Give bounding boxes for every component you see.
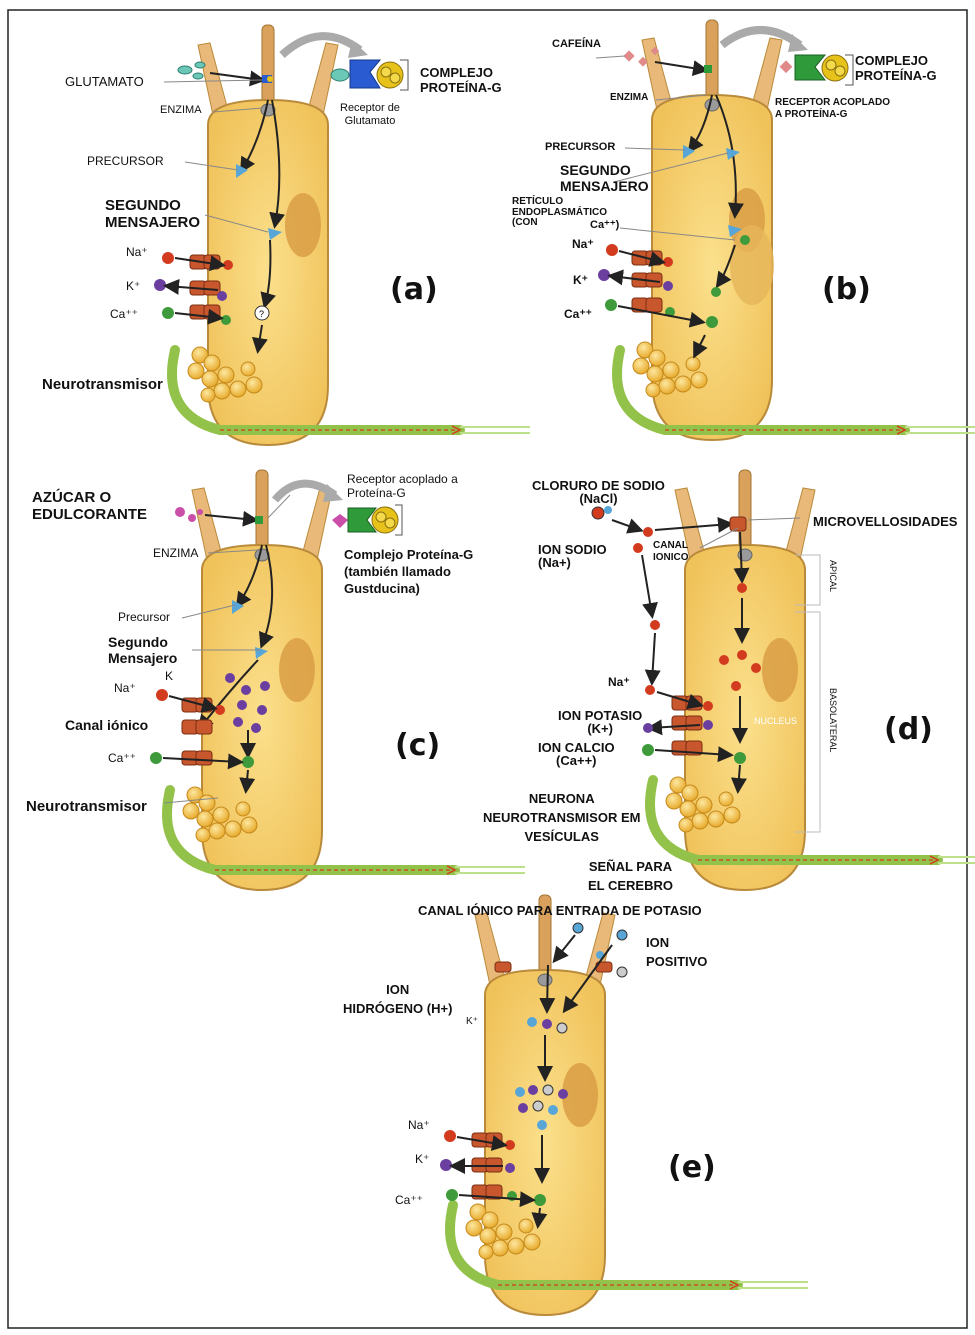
panel-c [150,470,525,890]
panel-a-complex-label: COMPLEJO PROTEÍNA-G [420,66,502,96]
panel-e-tag: (e) [668,1150,716,1185]
panel-a-neurotransmitter-label: Neurotransmisor [42,376,163,393]
panel-d-signal-label: SEÑAL PARA EL CEREBRO [588,858,673,896]
panel-d [592,470,975,890]
panel-a-tag: (a) [390,272,438,307]
panel-e-positive-ion-label: ION POSITIVO [646,934,707,972]
panel-b-receptor-label: RECEPTOR ACOPLADO A PROTEÍNA-G [775,97,890,120]
panel-c-precursor-label: Precursor [118,611,170,625]
panel-e-channel-title: CANAL IÓNICO PARA ENTRADA DE POTASIO [418,904,702,919]
panel-c-stimulus-label: AZÚCAR O EDULCORANTE [32,489,147,524]
panel-d-apical-label: APICAL [828,560,838,592]
panel-c-receptor-label: Receptor acoplado a Proteína-G [347,473,458,501]
panel-d-tag: (d) [884,712,933,747]
panel-e-k-inside-label: K⁺ [466,1016,478,1028]
panel-c-tag: (c) [395,728,440,763]
panel-c-complex-label: Complejo Proteína-G (también llamado Gus… [344,547,473,598]
panel-d-na-label: Na⁺ [608,676,630,690]
panel-b-enzyme-label: ENZIMA [610,92,648,104]
panel-d-ion-potassium-label: ION POTASIO (K+) [558,709,642,735]
panel-a-k-label: K⁺ [126,280,140,294]
panel-e-na-label: Na⁺ [408,1119,430,1133]
panel-a-ca-label: Ca⁺⁺ [110,308,138,322]
panel-c-na-label: Na⁺ [114,682,136,696]
panel-d-ion-sodium-label: ION SODIO (Na+) [538,543,607,569]
panel-b-second-messenger-label: SEGUNDO MENSAJERO [560,162,649,194]
panel-a-na-label: Na⁺ [126,246,148,260]
panel-d-neuron-label: NEURONA NEUROTRANSMISOR EM VESÍCULAS [483,790,640,847]
panel-b-tag: (b) [822,272,871,307]
panel-b-k-label: K⁺ [573,274,588,288]
panel-d-microvilli-label: MICROVELLOSIDADES [813,515,957,530]
panel-e-ca-label: Ca⁺⁺ [395,1194,423,1208]
panel-a-stimulus-label: GLUTAMATO [65,75,144,90]
panel-d-basolateral-label: BASOLATERAL [828,688,838,752]
svg-text:?: ? [259,309,264,319]
panel-a-precursor-label: PRECURSOR [87,155,164,169]
panel-d-stimulus-label: CLORURO DE SODIO (NaCl) [532,479,665,505]
glutamate-molecule-icon [178,66,192,74]
panel-e [440,895,808,1315]
panel-c-neurotransmitter-label: Neurotransmisor [26,798,147,815]
panel-b-stimulus-label: CAFEÍNA [552,38,601,51]
panel-b-ca-label: Ca⁺⁺ [564,308,592,322]
panel-a-receptor-label: Receptor de Glutamato [340,102,400,127]
panel-b-precursor-label: PRECURSOR [545,141,615,154]
panel-c-second-messenger-label: Segundo Mensajero [108,634,177,666]
panel-a-second-messenger-label: SEGUNDO MENSAJERO [105,197,200,232]
panel-b-complex-label: COMPLEJO PROTEÍNA-G [855,54,937,84]
panel-a-enzyme-label: ENZIMA [160,104,202,117]
panel-c-k-label: K [165,670,173,684]
panel-c-enzyme-label: ENZIMA [153,547,198,561]
panel-c-ca-label: Ca⁺⁺ [108,752,136,766]
panel-d-nucleus-label: NUCLEUS [754,716,797,726]
panel-d-ion-calcium-label: ION CALCIO (Ca++) [538,741,615,767]
panel-b-na-label: Na⁺ [572,238,594,252]
panel-d-channel-label: CANAL IONICO [653,540,689,563]
panel-e-k-label: K⁺ [415,1153,429,1167]
panel-c-channel-label: Canal iónico [65,717,148,733]
panel-b-er-ca-label: Ca⁺⁺) [590,219,619,232]
panel-e-hydrogen-ion-label: ION HIDRÓGENO (H+) [343,981,452,1019]
